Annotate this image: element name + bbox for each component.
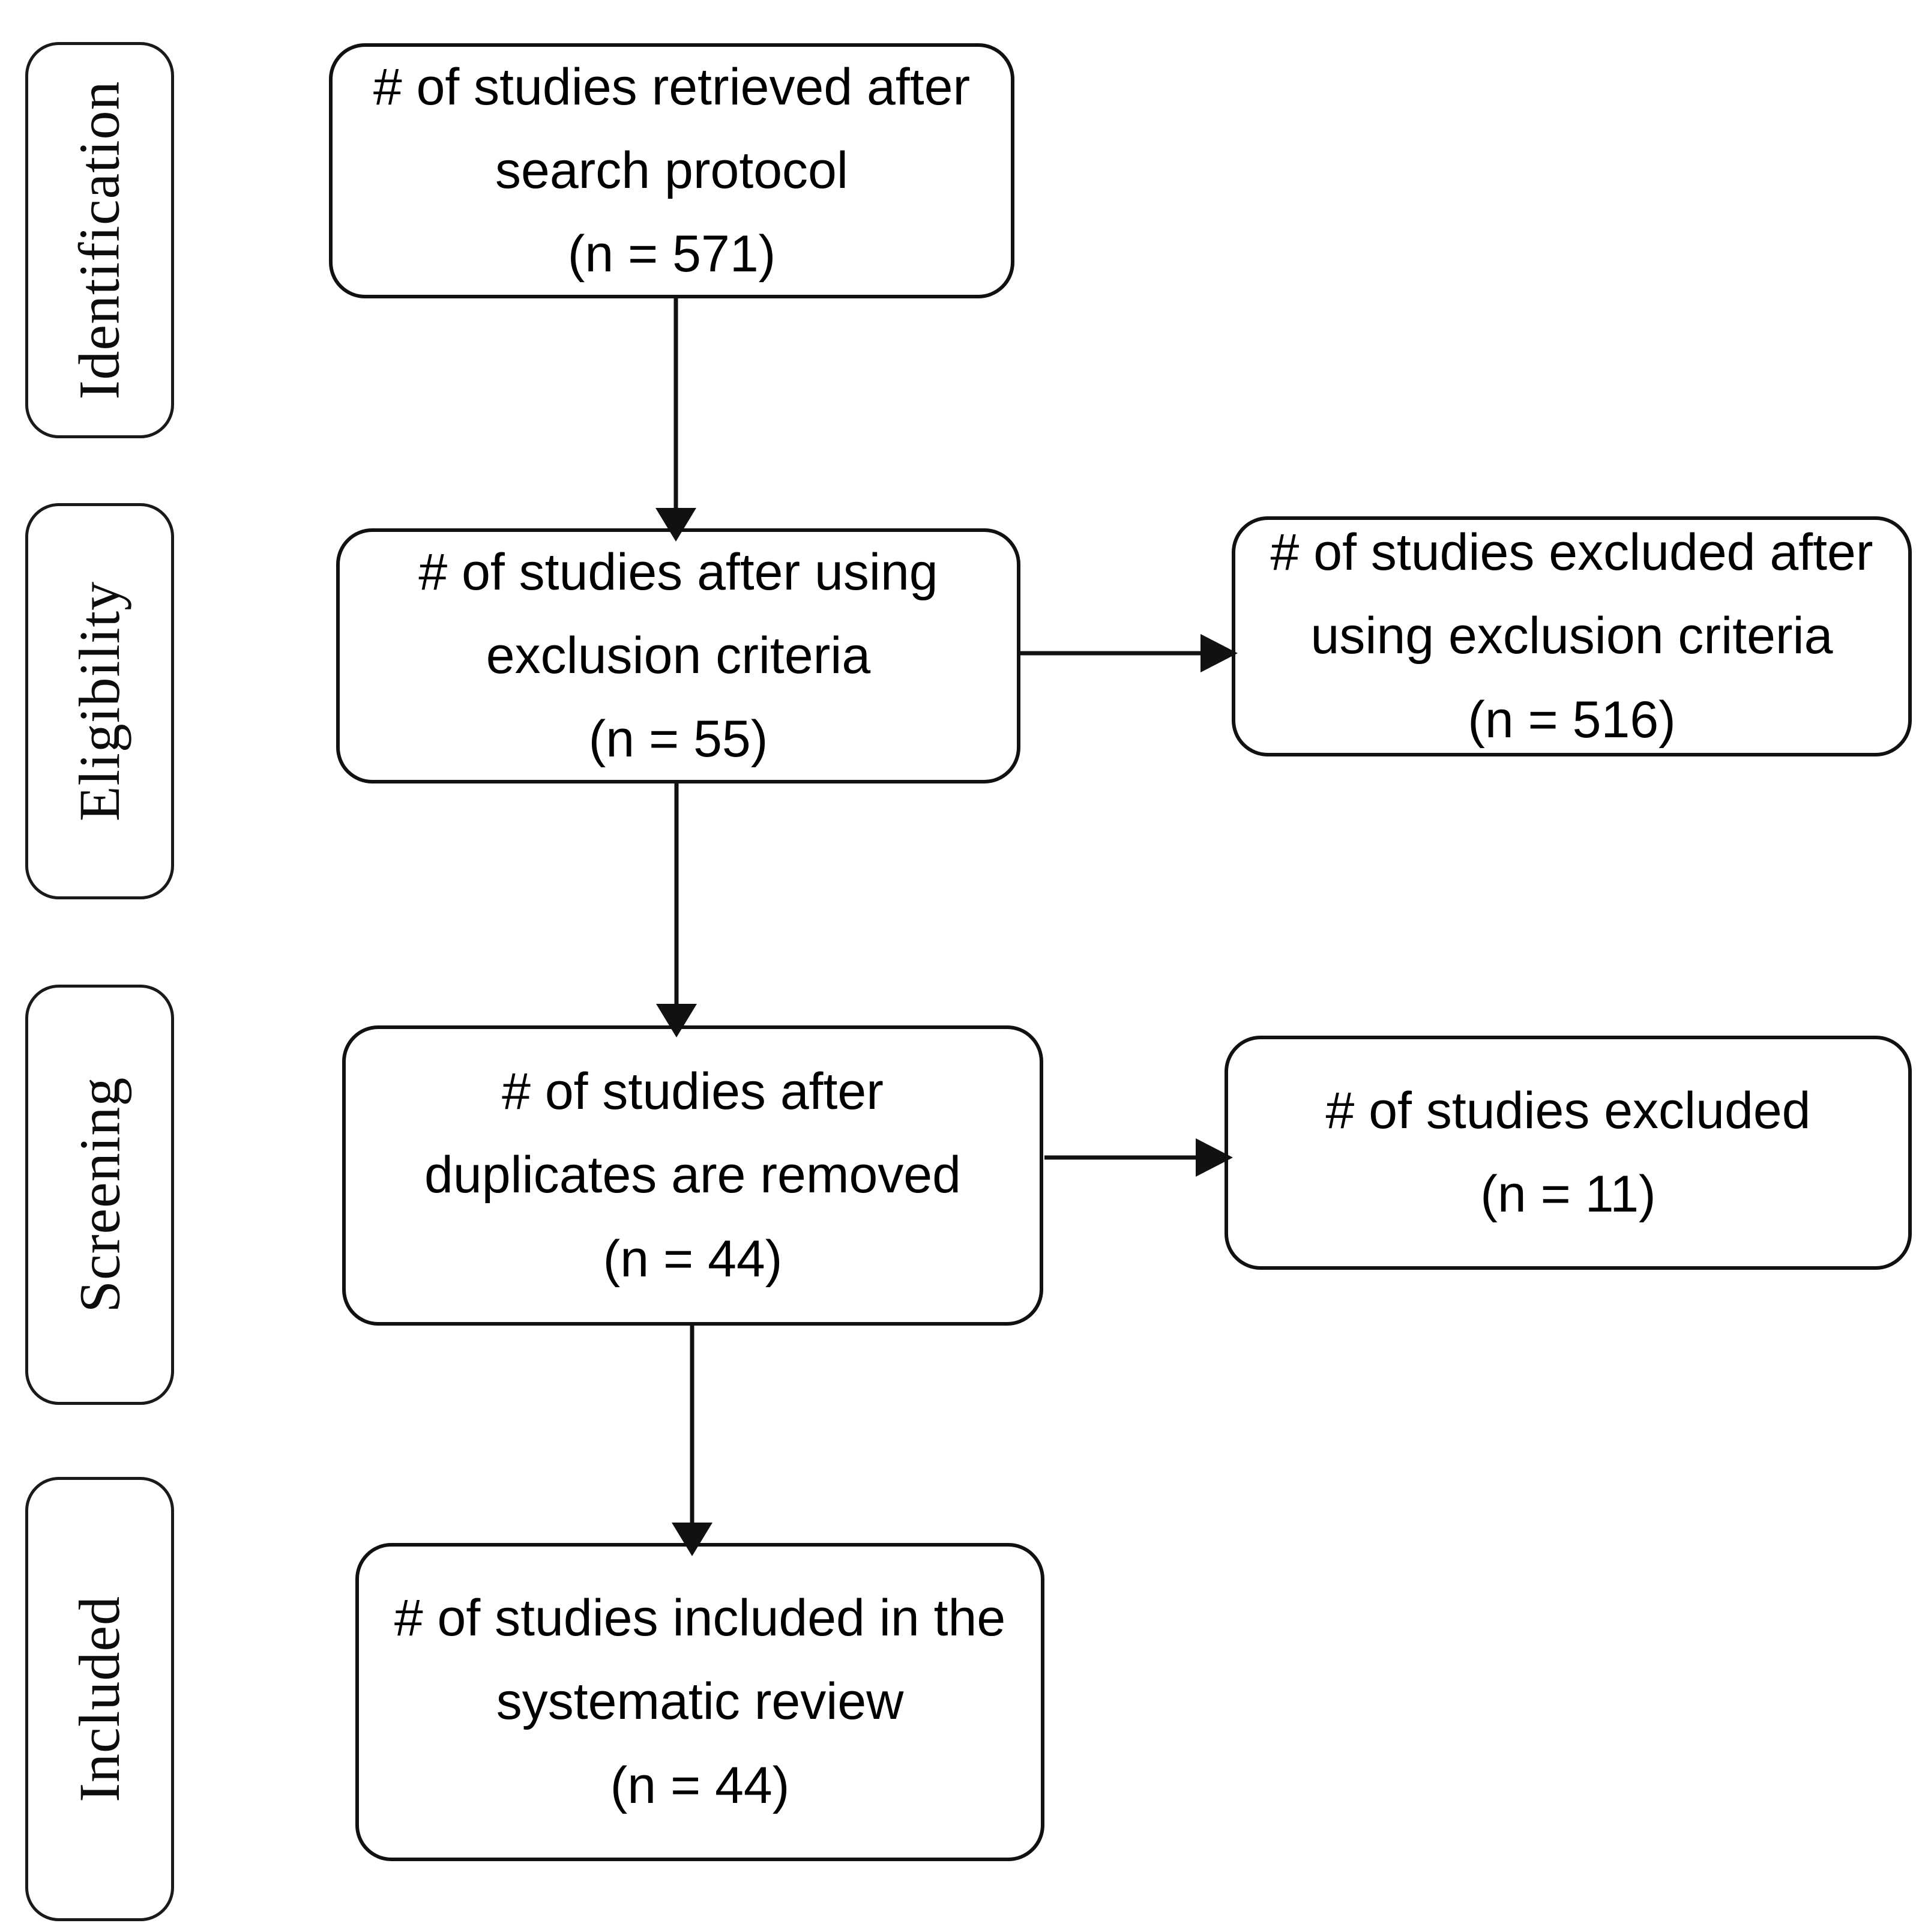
flow-box-excluded-screening-count: (n = 11) [1480,1165,1656,1223]
arrow-exclusion-to-duplicates [656,783,697,1037]
flow-box-retrieved-count: (n = 571) [567,225,776,283]
flow-box-excluded-after-exclusion-criteria-line-2: using exclusion criteria [1310,607,1833,665]
flow-box-included-systematic-review-line-2: systematic review [496,1673,904,1731]
flow-box-included-systematic-review-count: (n = 44) [610,1756,790,1814]
stage-label-identification: Identification [67,80,131,400]
flow-box-excluded-screening-line-1: # of studies excluded [1325,1081,1811,1140]
flow-box-after-exclusion-criteria-line-2: exclusion criteria [486,626,871,684]
flow-box-excluded-screening[interactable]: # of studies excluded (n = 11) [1225,1036,1912,1270]
arrow-duplicates-to-excluded-11 [1044,1138,1233,1177]
flow-box-after-exclusion-criteria-count: (n = 55) [588,710,768,768]
stage-box-identification[interactable]: Identification [25,42,174,438]
flow-box-excluded-after-exclusion-criteria-count: (n = 516) [1468,690,1676,749]
flow-box-excluded-after-exclusion-criteria[interactable]: # of studies excluded after using exclus… [1232,516,1912,756]
flow-box-after-exclusion-criteria[interactable]: # of studies after using exclusion crite… [336,528,1020,783]
stage-box-included[interactable]: Included [25,1477,174,1921]
flow-box-included-systematic-review-line-1: # of studies included in the [394,1589,1006,1647]
flow-box-included-systematic-review[interactable]: # of studies included in the systematic … [355,1543,1044,1861]
flow-box-after-exclusion-criteria-line-1: # of studies after using [418,543,938,601]
stage-label-screening: Screening [67,1076,132,1313]
stage-box-eligibility[interactable]: Eligibility [25,503,174,899]
stage-label-eligibility: Eligibility [67,581,131,822]
flow-box-retrieved-line-1: # of studies retrieved after [373,58,971,116]
arrow-duplicates-to-included [672,1326,712,1556]
flow-box-after-duplicates-removed-line-2: duplicates are removed [424,1146,961,1204]
stage-box-screening[interactable]: Screening [25,985,174,1405]
flow-box-retrieved[interactable]: # of studies retrieved after search prot… [329,43,1014,298]
arrow-exclusion-to-excluded-516 [1020,634,1238,672]
stage-label-included: Included [67,1596,132,1802]
flow-box-retrieved-line-2: search protocol [495,141,848,199]
arrow-retrieved-to-exclusion [655,298,696,542]
flow-box-after-duplicates-removed[interactable]: # of studies after duplicates are remove… [342,1025,1043,1326]
flow-box-after-duplicates-removed-count: (n = 44) [603,1230,783,1288]
flow-box-excluded-after-exclusion-criteria-line-1: # of studies excluded after [1270,524,1873,582]
flow-box-after-duplicates-removed-line-1: # of studies after [502,1063,884,1121]
